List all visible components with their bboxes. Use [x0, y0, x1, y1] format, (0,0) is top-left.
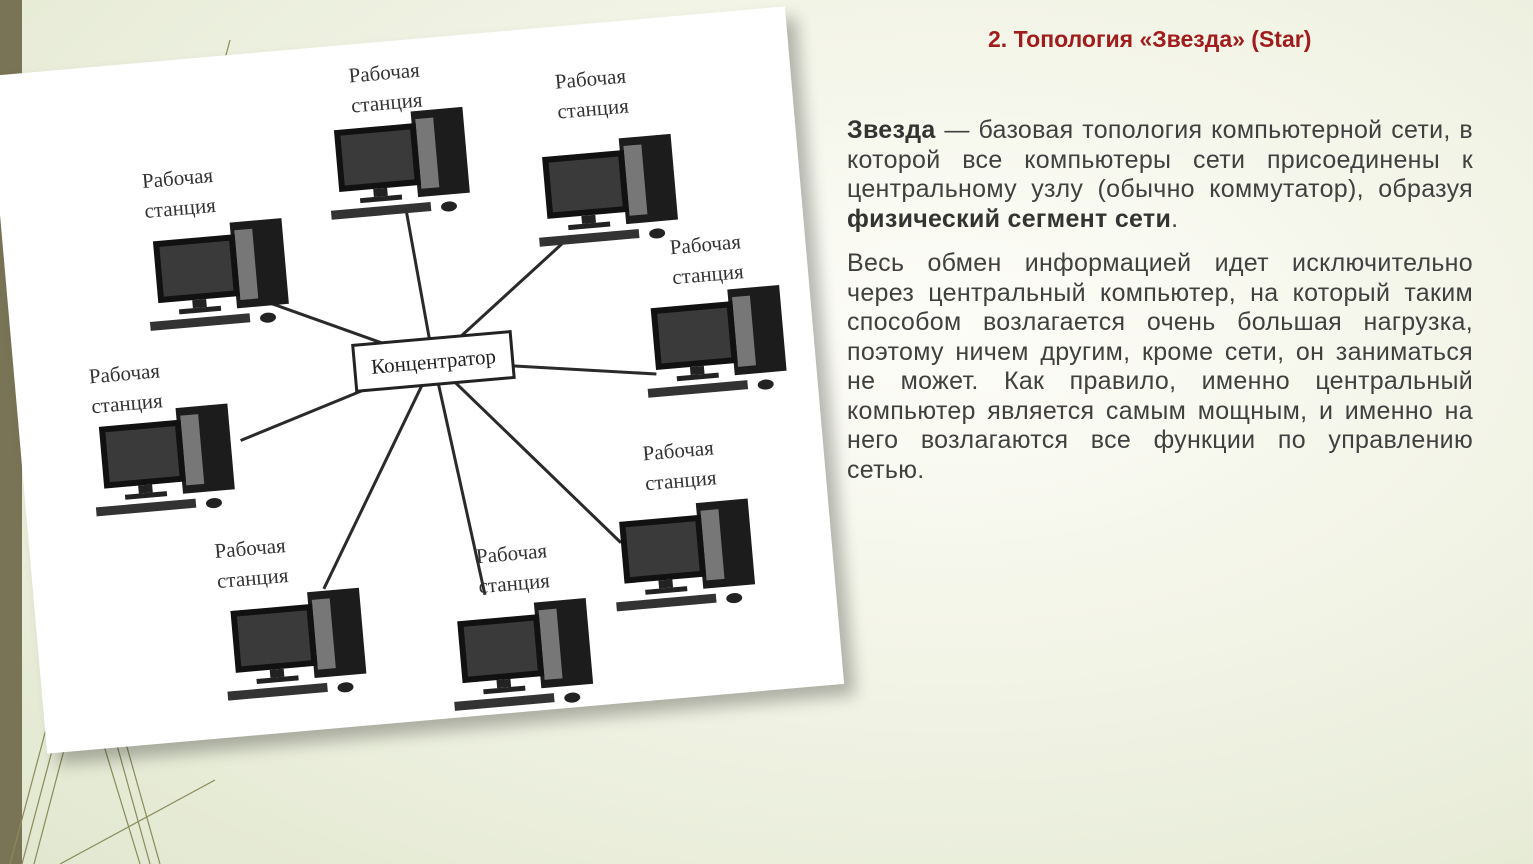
hub-box: Концентратор — [351, 329, 516, 393]
definition-end: . — [1171, 204, 1179, 233]
link-line-1 — [404, 209, 435, 362]
station-label-line2: станция — [216, 563, 290, 593]
station-label-line1: Рабочая — [669, 229, 742, 259]
network-links — [240, 209, 657, 596]
slide-body: Звезда — базовая топология компьютерной … — [847, 116, 1473, 500]
term-star: Звезда — [847, 116, 936, 144]
paragraph-exchange: Весь обмен информацией идет исключительн… — [847, 249, 1473, 484]
station-label-line2: станция — [90, 388, 164, 418]
paragraph-definition: Звезда — базовая топология компьютерной … — [847, 116, 1473, 234]
station-label-line1: Рабочая — [141, 163, 214, 193]
link-line-7 — [322, 360, 435, 590]
station-label-line1: Рабочая — [88, 358, 161, 388]
station-label-line1: Рабочая — [348, 58, 421, 88]
station-label-line1: Рабочая — [554, 64, 627, 94]
station-label-line2: станция — [143, 193, 217, 223]
slide-title: 2. Топология «Звезда» (Star) — [988, 26, 1312, 52]
workstations: РабочаястанцияРабочаястанцияРабочаястанц… — [88, 58, 787, 711]
station-label-line2: станция — [671, 259, 745, 289]
link-line-8 — [431, 361, 487, 596]
station-label-line1: Рабочая — [214, 533, 287, 563]
physical-segment-phrase: физический сегмент сети — [847, 204, 1172, 233]
station-label-line2: станция — [556, 93, 630, 123]
station-label-line2: станция — [644, 465, 718, 495]
link-line-6 — [432, 360, 623, 544]
definition-text: — базовая топология компьютерной сети, в… — [847, 116, 1473, 203]
station-label-line2: станция — [477, 568, 551, 598]
station-label-line1: Рабочая — [475, 538, 548, 568]
station-label-line1: Рабочая — [642, 435, 715, 465]
